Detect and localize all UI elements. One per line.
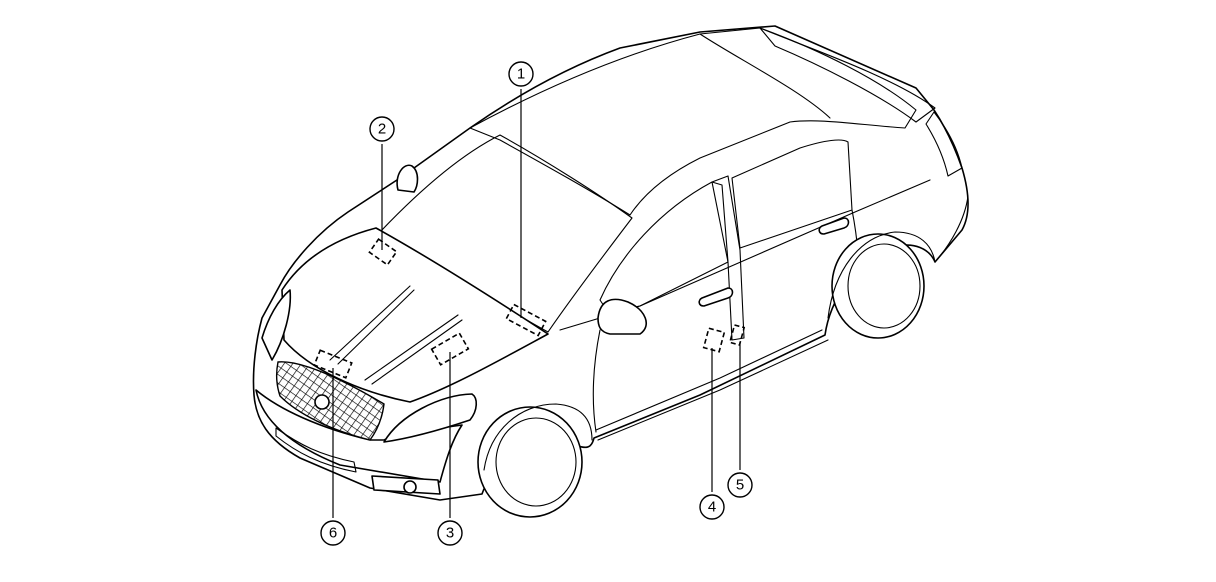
hood-crease-right	[364, 314, 459, 381]
component-locations	[313, 238, 746, 379]
component-3-location	[430, 332, 470, 366]
component-1-location	[505, 303, 547, 337]
component-5-location	[728, 324, 746, 346]
rear-wheel	[831, 233, 925, 339]
hood-crease-right-2	[371, 319, 463, 385]
hood-crease-left-2	[337, 289, 415, 365]
rear-door-window	[731, 139, 853, 249]
headlight-left	[261, 289, 292, 361]
lower-intake	[275, 427, 357, 473]
taillight	[925, 111, 963, 177]
callout-2-label: 2	[378, 121, 386, 138]
front-grille	[275, 361, 385, 441]
component-6-location	[313, 349, 353, 379]
front-door-window	[599, 181, 729, 313]
fog-light-lens	[403, 480, 417, 494]
right-side-mirror	[597, 298, 648, 335]
front-wheel	[477, 406, 583, 518]
roof-rear-line	[699, 33, 831, 119]
callout-4-label: 4	[708, 499, 716, 516]
door-front-edge	[592, 329, 601, 433]
callout-5: 5	[727, 472, 753, 498]
component-2-location	[368, 238, 398, 266]
hood-crease-left	[329, 285, 411, 361]
leader-lines	[332, 89, 741, 518]
callout-1: 1	[508, 61, 534, 87]
hood	[281, 227, 549, 403]
callout-4: 4	[699, 494, 725, 520]
callouts: 1 2 3 4 5 6	[320, 61, 753, 546]
callout-6: 6	[320, 520, 346, 546]
callout-5-label: 5	[736, 477, 744, 494]
grille-emblem	[314, 394, 330, 410]
callout-3-label: 3	[446, 525, 454, 542]
callout-6-label: 6	[329, 525, 337, 542]
rear-door-handle	[818, 217, 850, 235]
headlight-right	[383, 393, 478, 443]
callout-3: 3	[437, 520, 463, 546]
b-pillar	[711, 175, 745, 341]
rear-wheel-arch	[827, 231, 936, 319]
car-illustration	[252, 25, 969, 518]
callout-1-label: 1	[517, 66, 525, 83]
callout-2: 2	[369, 116, 395, 142]
rocker-line	[595, 329, 823, 431]
front-bumper	[255, 389, 463, 483]
left-side-mirror	[396, 164, 419, 193]
rear-bumper	[934, 195, 969, 263]
trunk-lid	[759, 27, 936, 123]
rocker-line-lower	[597, 339, 829, 441]
front-wheel-arch	[483, 403, 593, 471]
front-door-handle	[698, 287, 734, 307]
